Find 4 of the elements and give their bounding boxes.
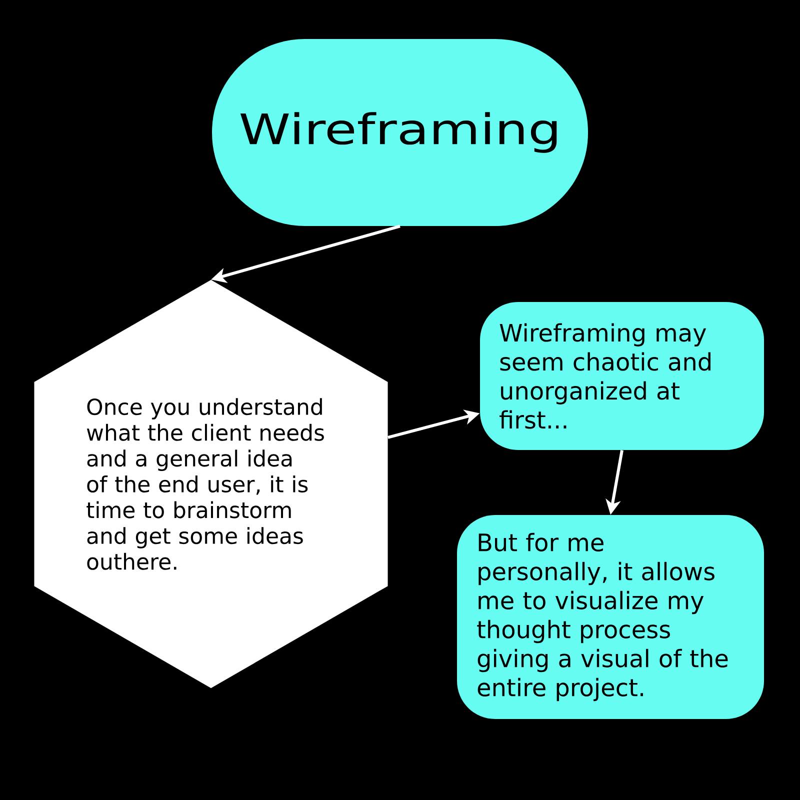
title-pill: Wireframing bbox=[212, 39, 588, 226]
rounded-box: But for me personally, it allows me to visualize my thought process giving a visual of the entire project. bbox=[457, 515, 764, 719]
hexagon-box: Once you understand what the client needs and a general idea of the end user, it is time to brainstorm and get some ideas outhere. bbox=[34, 280, 388, 688]
rounded-box: Wireframing may seem chaotic and unorganized at first... bbox=[480, 302, 764, 450]
